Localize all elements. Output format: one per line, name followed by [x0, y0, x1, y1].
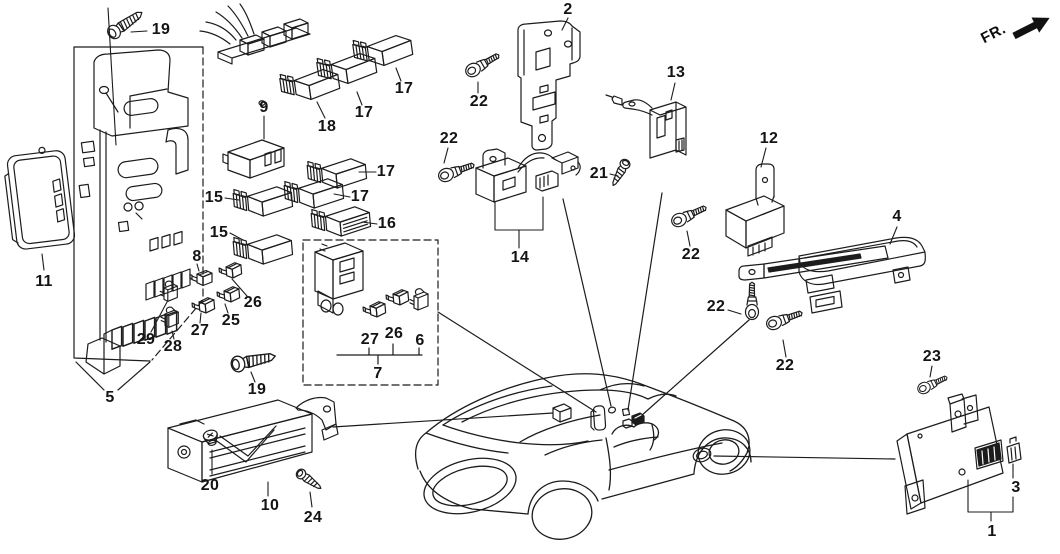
part-15-relay-a	[232, 183, 294, 220]
bolt-22-b-icon	[436, 158, 477, 185]
fuse-27-a-icon	[191, 296, 216, 315]
part-13-unit	[605, 94, 687, 159]
bolt-22-c-icon	[668, 200, 710, 230]
bolt-22-e-icon	[764, 306, 805, 333]
fuse-8-icon	[189, 269, 213, 287]
part-18-relay	[278, 65, 342, 104]
car-mounted-components	[552, 403, 712, 463]
screw-21-icon	[608, 157, 633, 189]
relay-holder-group-outline	[302, 239, 439, 386]
fusebox-group-outline	[73, 46, 204, 391]
part-4-control-unit	[738, 236, 926, 314]
part-17-relay-b	[315, 49, 379, 88]
part-3-connector	[1006, 436, 1022, 464]
fuse-26-a-icon	[218, 261, 243, 280]
car-outline	[415, 373, 752, 540]
part-15-relay-b	[232, 231, 294, 268]
clip-6-icon	[409, 288, 429, 311]
bolt-22-d-icon	[744, 281, 760, 321]
fuse-26-b-icon	[385, 288, 410, 307]
fuse-25-icon	[216, 285, 241, 304]
part-2-bracket	[517, 20, 581, 151]
callout-ticks	[41, 7, 1014, 522]
part-7-relay-holder	[314, 242, 364, 316]
fr-arrow-icon	[1012, 17, 1050, 40]
screw-24-icon	[293, 466, 325, 494]
leader-lines	[332, 192, 896, 460]
fuse-27-b-icon	[362, 300, 387, 319]
bolt-22-a-icon	[462, 48, 503, 80]
part-14-unit	[475, 148, 581, 203]
part-17-relay-c	[306, 155, 368, 192]
part-11-control-unit	[4, 146, 76, 250]
part-1-control-unit	[896, 393, 1004, 515]
fuse-row-lower	[111, 310, 178, 350]
part-12-relay	[725, 163, 785, 257]
part-10-control-unit	[167, 396, 339, 483]
screw-19-bottom-icon	[229, 347, 278, 374]
clip-28-icon	[160, 306, 179, 328]
harness-connector-strip	[199, 3, 311, 65]
part-9-relay-box	[222, 100, 285, 179]
screw-19-top-icon	[104, 6, 147, 42]
bolt-23-icon	[915, 371, 950, 397]
